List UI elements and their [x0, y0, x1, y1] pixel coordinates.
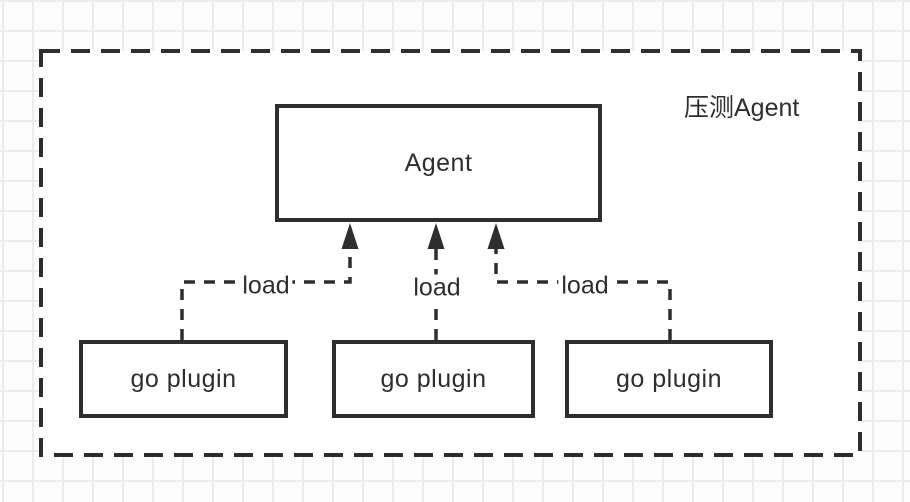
plugin-box-label: go plugin [130, 364, 237, 393]
agent-box[interactable]: Agent [275, 104, 602, 222]
connector-label-load-right: load [558, 272, 612, 300]
plugin-box-right[interactable]: go plugin [565, 340, 773, 418]
connector-label-load-middle: load [410, 274, 464, 302]
arrowhead-up-icon [487, 223, 505, 249]
plugin-box-middle[interactable]: go plugin [332, 340, 535, 418]
plugin-box-label: go plugin [380, 364, 487, 393]
arrowhead-up-icon [427, 223, 445, 249]
plugin-box-label: go plugin [616, 364, 722, 393]
agent-box-label: Agent [404, 148, 473, 177]
plugin-box-left[interactable]: go plugin [79, 340, 288, 418]
connector-label-load-left: load [239, 272, 293, 300]
group-label: 压测Agent [684, 94, 800, 122]
arrowhead-up-icon [341, 223, 359, 249]
